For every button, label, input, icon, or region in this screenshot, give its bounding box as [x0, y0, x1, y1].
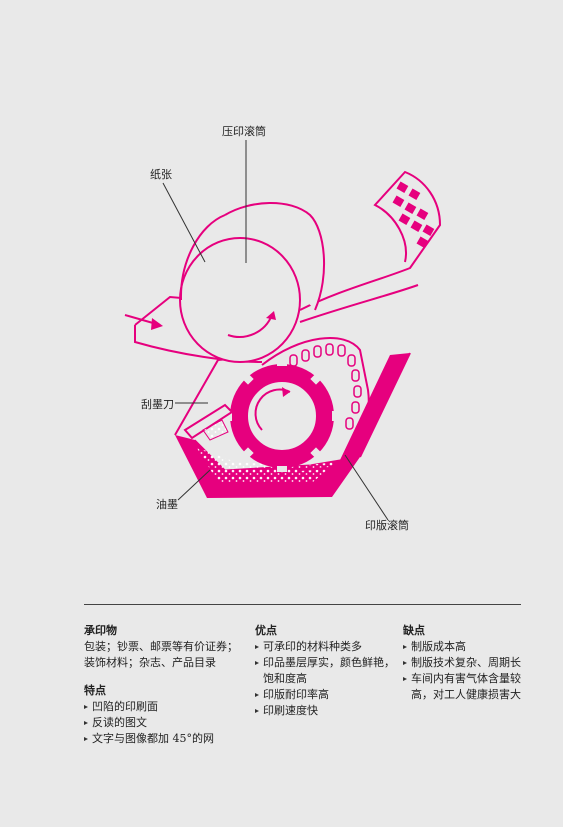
- label-plate-cylinder: 印版滚筒: [365, 519, 409, 532]
- list-item: 反读的图文: [84, 715, 254, 731]
- cons-title: 缺点: [403, 624, 425, 637]
- pros-list: 可承印的材料种类多 印品墨层厚实，颜色鲜艳，饱和度高 印版耐印率高 印刷速度快: [255, 639, 395, 719]
- list-item: 凹陷的印刷面: [84, 699, 254, 715]
- substrates-line-2: 装饰材料；杂志、产品目录: [84, 656, 216, 669]
- divider: [84, 604, 521, 605]
- list-item: 印品墨层厚实，颜色鲜艳，饱和度高: [255, 655, 395, 687]
- list-item: 车间内有害气体含量较高，对工人健康损害大: [403, 671, 528, 703]
- substrates-title: 承印物: [84, 624, 117, 637]
- label-ink: 油墨: [156, 498, 178, 511]
- list-item: 可承印的材料种类多: [255, 639, 395, 655]
- plate-cylinder: [226, 337, 370, 472]
- features-title: 特点: [84, 684, 106, 697]
- list-item: 制版成本高: [403, 639, 528, 655]
- doctor-blade: [183, 403, 234, 441]
- gravure-diagram: 压印滚筒 纸张 刮墨刀 油墨 印版滚筒: [124, 125, 442, 532]
- column-cons: 缺点 制版成本高 制版技术复杂、周期长 车间内有害气体含量较高，对工人健康损害大: [403, 623, 528, 703]
- list-item: 制版技术复杂、周期长: [403, 655, 528, 671]
- printed-pattern: [392, 181, 435, 248]
- column-pros: 优点 可承印的材料种类多 印品墨层厚实，颜色鲜艳，饱和度高 印版耐印率高 印刷速…: [255, 623, 395, 719]
- list-item: 印刷速度快: [255, 703, 395, 719]
- label-doctor-blade: 刮墨刀: [141, 398, 174, 411]
- gravure-printing-illustration: [124, 140, 442, 521]
- cons-list: 制版成本高 制版技术复杂、周期长 车间内有害气体含量较高，对工人健康损害大: [403, 639, 528, 703]
- label-impression-cylinder: 压印滚筒: [222, 125, 266, 138]
- features-list: 凹陷的印刷面 反读的图文 文字与图像都加 45°的网: [84, 699, 254, 747]
- impression-cylinder: [179, 202, 325, 363]
- column-left: 承印物 包装；钞票、邮票等有价证券； 装饰材料；杂志、产品目录 特点 凹陷的印刷…: [84, 623, 254, 747]
- callout-lines: [162, 140, 389, 521]
- list-item: 印版耐印率高: [255, 687, 395, 703]
- label-paper: 纸张: [150, 168, 172, 181]
- pros-title: 优点: [255, 624, 277, 637]
- substrates-line-1: 包装；钞票、邮票等有价证券；: [84, 640, 238, 653]
- list-item: 文字与图像都加 45°的网: [84, 731, 254, 747]
